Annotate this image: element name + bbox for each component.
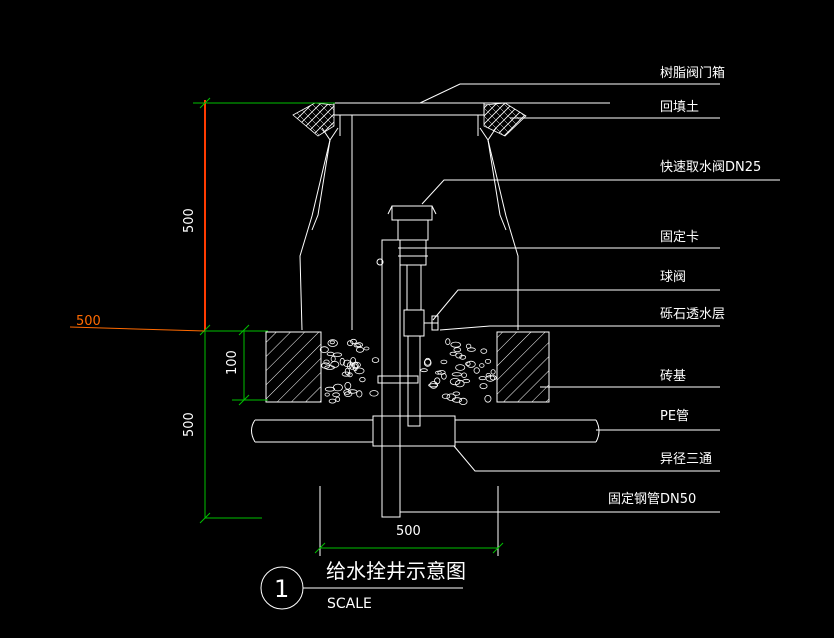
gravel-pebble (355, 342, 364, 348)
steel-pipe (377, 239, 419, 518)
gravel-pebble (344, 381, 352, 390)
gravel-pebble (341, 371, 351, 377)
detail-number: 1 (274, 575, 289, 603)
gravel-pebble (344, 367, 350, 376)
label-clamp: 固定卡 (660, 230, 699, 245)
gravel-pebble (440, 359, 448, 365)
gravel-pebble (428, 383, 439, 388)
drawing-title: 给水拴井示意图 (326, 559, 466, 583)
gravel-pebble (479, 383, 488, 390)
gravel-pebble (359, 376, 366, 383)
gravel-pebble (458, 397, 468, 405)
gravel-pebble (484, 358, 492, 364)
title-block (260, 566, 463, 610)
gravel-pebble (452, 391, 461, 396)
gravel-pebble (326, 351, 335, 356)
gravel-pebble (328, 398, 337, 404)
dim-bottom-width: 500 (396, 524, 421, 539)
gravel-pebble (465, 343, 472, 349)
pe-pipe (251, 415, 600, 447)
gravel-pebble (451, 372, 462, 377)
gravel-pebble (329, 340, 335, 345)
gravel-pebble (449, 351, 457, 356)
gravel-pebble (478, 376, 487, 381)
gravel-pebble (453, 347, 462, 353)
gravel-pebble (335, 396, 341, 402)
gravel-pebble (489, 375, 497, 381)
gravel-pebble (332, 392, 340, 398)
gravel-pebble (330, 360, 340, 368)
label-reducing-tee: 异径三通 (660, 452, 712, 467)
label-backfill: 回填土 (660, 100, 699, 115)
gravel-pebble (369, 390, 379, 397)
leader-lines (400, 83, 780, 513)
gravel-pebble (321, 362, 331, 369)
gravel-pebble (441, 372, 447, 380)
gravel-pebble (451, 397, 463, 403)
gravel-pebble (445, 338, 451, 346)
label-ball-valve: 球阀 (660, 270, 686, 285)
gravel-pebble (346, 362, 352, 370)
gravel-pebble (371, 357, 380, 364)
dimension-lines (69, 97, 504, 556)
label-pe-pipe: PE管 (660, 409, 689, 424)
backfill-soil (292, 102, 527, 137)
gravel-pebble (324, 392, 330, 397)
gravel-pebble (459, 354, 467, 360)
dim-lower-height: 500 (182, 412, 197, 437)
gravel-pebble (347, 340, 354, 347)
gravel-pebble (449, 377, 461, 386)
gravel-pebble (441, 393, 451, 399)
valve-assembly (376, 205, 439, 427)
gravel-pebble (479, 363, 485, 368)
gravel-pebble (330, 355, 336, 362)
gravel-pebble (466, 360, 476, 368)
label-brick-base: 砖基 (660, 369, 686, 384)
gravel-pebble (484, 394, 492, 403)
gravel-pebble (450, 341, 462, 348)
gravel-pebble (324, 386, 335, 392)
gravel-pebble (424, 357, 432, 366)
gravel-pebble (455, 364, 466, 371)
gravel-pebble (327, 339, 338, 347)
label-resin-box: 树脂阀门箱 (660, 65, 725, 81)
gravel-pebble (347, 389, 358, 394)
gravel-pebble (466, 347, 476, 352)
scale-label: SCALE (327, 596, 372, 612)
gravel-pebble (461, 372, 467, 378)
gravel-pebble (423, 358, 432, 367)
gravel-pebble (319, 346, 329, 353)
gravel-pebble (332, 352, 343, 357)
gravel-pebble (420, 368, 428, 373)
valve-box-walls (299, 115, 519, 331)
dim-upper-height: 500 (182, 208, 197, 233)
gravel-pebble (354, 367, 365, 375)
gravel-pebble (437, 370, 446, 375)
gravel-pebble (473, 367, 480, 374)
gravel-pebble (353, 343, 361, 348)
gravel-pebble (446, 393, 456, 401)
gravel-pebble (339, 357, 345, 366)
gravel-pebble (490, 369, 496, 375)
gravel-pebble (480, 348, 488, 354)
gravel-layer (319, 338, 497, 405)
gravel-pebble (465, 361, 471, 366)
gravel-pebble (349, 362, 355, 370)
gravel-pebble (350, 338, 357, 345)
dim-brick-height: 100 (225, 350, 240, 375)
gravel-pebble (462, 378, 471, 384)
gravel-pebble (323, 359, 330, 365)
label-quick-valve: 快速取水阀DN25 (660, 160, 761, 175)
dim-ground-offset: 500 (76, 314, 101, 329)
label-gravel-layer: 砾石透水层 (660, 307, 725, 322)
gravel-pebble (363, 346, 370, 351)
gravel-pebble (351, 361, 361, 369)
gravel-pebble (352, 363, 358, 372)
label-steel-pipe: 固定钢管DN50 (608, 492, 696, 507)
gravel-pebble (355, 346, 365, 353)
gravel-pebble (429, 381, 438, 389)
brick-base (265, 331, 550, 403)
gravel-pebble (356, 390, 363, 398)
